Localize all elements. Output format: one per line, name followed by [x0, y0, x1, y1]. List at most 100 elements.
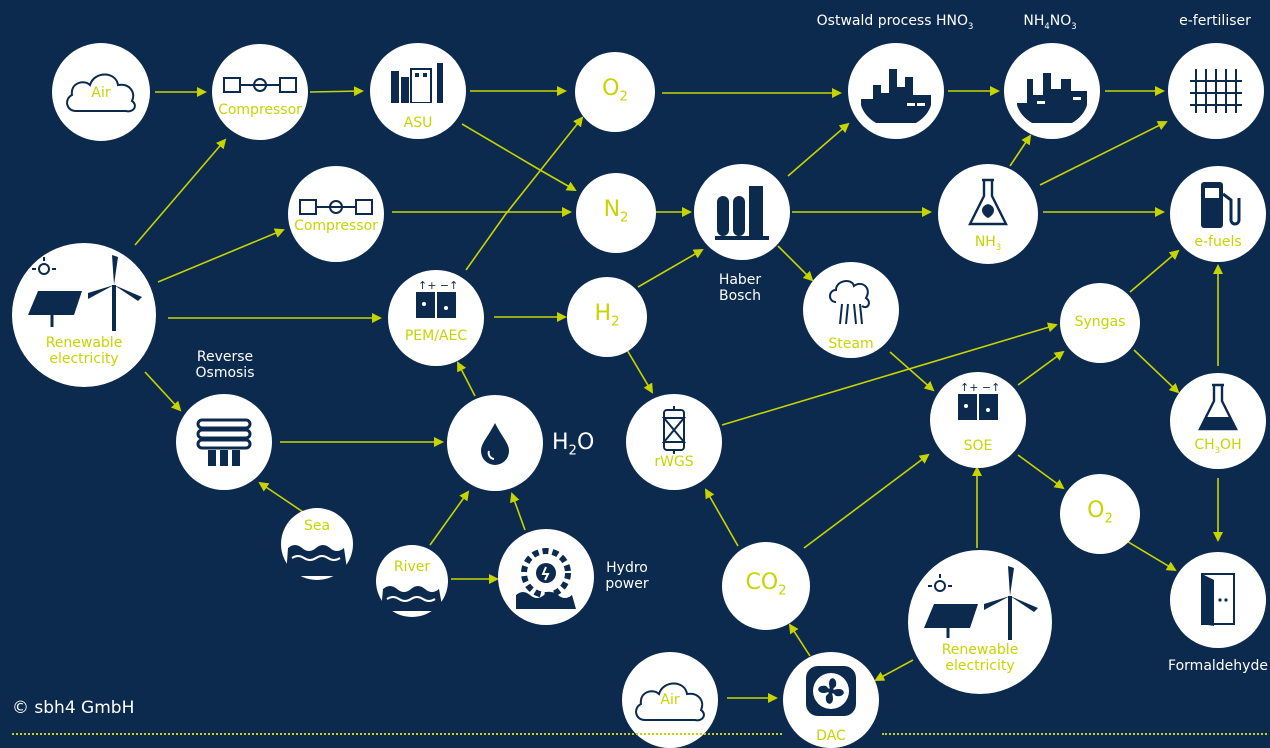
- nh3-label: NH3: [974, 234, 1002, 252]
- arrow-renewable-dac: [874, 659, 914, 681]
- arrow-pem-o2: [465, 116, 584, 271]
- compressor-node-top: Compressor: [212, 44, 308, 140]
- cloud-icon: [635, 682, 705, 722]
- arrow-nh3-nh4no3: [1009, 134, 1032, 167]
- h2-node: H2: [567, 277, 647, 357]
- haber-bosch-node: [694, 164, 790, 260]
- o2-node-top: O2: [575, 52, 655, 132]
- footer-dotted-line-left: [12, 733, 782, 735]
- flask-leaf-icon: [968, 178, 1008, 226]
- arrow-asu-n2: [461, 123, 577, 191]
- sea-node: Sea: [281, 508, 353, 580]
- fan-icon: [806, 666, 856, 716]
- arrow-nh3-efertiliser: [1039, 121, 1168, 186]
- river-node: River: [376, 545, 448, 617]
- air-bottom-label: Air: [660, 692, 680, 708]
- arrow-haber-steam: [777, 245, 814, 282]
- cabinet-icon: [1201, 573, 1235, 626]
- syngas-node: Syngas: [1060, 283, 1140, 363]
- air-node-top: Air: [52, 43, 150, 141]
- solar-wind-icon: [924, 566, 1038, 640]
- co2-text: CO2: [745, 570, 787, 599]
- reactor-icon: [715, 186, 769, 240]
- efertiliser-title: e-fertiliser: [1179, 13, 1251, 29]
- sea-label: Sea: [303, 518, 331, 534]
- dac-node: DAC: [783, 652, 879, 748]
- pem-aec-node: ↑+ −↑ PEM/AEC: [388, 270, 484, 366]
- compressor-icon: [223, 77, 297, 93]
- methanol-node: CH3OH: [1170, 373, 1266, 469]
- arrow-syngas-ch3oh: [1133, 349, 1180, 394]
- soe-node: ↑+ −↑ SOE: [930, 372, 1026, 468]
- rwgs-node: rWGS: [626, 394, 722, 490]
- arrow-haber-ostwald: [787, 122, 850, 177]
- reactor-column-icon: [661, 406, 687, 454]
- waves-icon: [286, 545, 348, 576]
- water-drop-icon: [481, 423, 509, 465]
- electrolyser-icon: ↑+ −↑: [958, 382, 1000, 420]
- arrow-co2-rwgs: [705, 488, 739, 547]
- arrow-h2-haber: [637, 248, 704, 288]
- compressor-mid-label: Compressor: [294, 218, 378, 234]
- arrow-steam-soe: [889, 351, 935, 392]
- fuel-pump-icon: [1201, 182, 1241, 228]
- copyright-text: © sbh4 GmbH: [12, 698, 135, 718]
- compressor-top-label: Compressor: [218, 102, 302, 118]
- n2-node: N2: [576, 173, 656, 253]
- water-node: [447, 395, 543, 491]
- steam-node: Steam: [803, 262, 899, 358]
- n2-text: N2: [603, 197, 629, 226]
- arrow-river-h2o: [429, 490, 470, 546]
- nh4no3-title: NH4NO3: [1023, 13, 1077, 31]
- o2-top-text: O2: [602, 76, 628, 105]
- arrow-renewable-compressor-top: [134, 138, 227, 246]
- rwgs-label: rWGS: [654, 454, 694, 470]
- ostwald-node: [848, 43, 944, 139]
- arrow-renewable-ro: [144, 371, 182, 412]
- nh3-node: NH3: [938, 164, 1038, 264]
- arrow-compressor-asu: [309, 86, 364, 97]
- arrow-hydro-h2o: [510, 492, 526, 531]
- arrow-rwgs-syngas: [721, 322, 1058, 426]
- efuels-label: e-fuels: [1194, 234, 1242, 250]
- efertiliser-node: [1168, 43, 1264, 139]
- air-node-bottom: Air: [622, 652, 718, 748]
- pem-aec-label: PEM/AEC: [404, 328, 468, 344]
- arrow-sea-ro: [258, 481, 304, 513]
- reverse-osmosis-node: [176, 394, 272, 490]
- o2-right-text: O2: [1087, 498, 1113, 527]
- arrow-h2o-pem: [457, 361, 476, 397]
- o2-node-right: O2: [1060, 474, 1140, 554]
- crop-icon: [1190, 69, 1242, 113]
- plant-icon: [1017, 73, 1087, 123]
- arrow-soe-syngas: [1017, 350, 1065, 386]
- solar-wind-icon: [28, 255, 142, 331]
- svg-text:↑+ −↑: ↑+ −↑: [418, 280, 458, 292]
- syngas-label: Syngas: [1074, 314, 1126, 330]
- steam-label: Steam: [828, 336, 874, 352]
- factory-icon: [391, 63, 443, 103]
- efuels-node: e-fuels: [1170, 166, 1266, 262]
- h2o-label: H2O: [552, 430, 595, 459]
- co2-node: CO2: [722, 542, 810, 630]
- cloud-icon: [66, 73, 136, 113]
- ostwald-title: Ostwald process HNO3: [816, 13, 974, 31]
- arrow-syngas-efuels: [1129, 249, 1180, 293]
- footer-dotted-line-right: [882, 733, 1267, 735]
- dac-label: DAC: [816, 728, 846, 744]
- soe-label: SOE: [963, 438, 993, 454]
- asu-label: ASU: [403, 115, 433, 131]
- nh4no3-node: [1004, 43, 1100, 139]
- arrow-h2-rwgs: [626, 349, 654, 394]
- methanol-label: CH3OH: [1194, 437, 1242, 455]
- city-icon: [861, 69, 931, 123]
- electrolyser-icon: ↑+ −↑: [416, 280, 458, 318]
